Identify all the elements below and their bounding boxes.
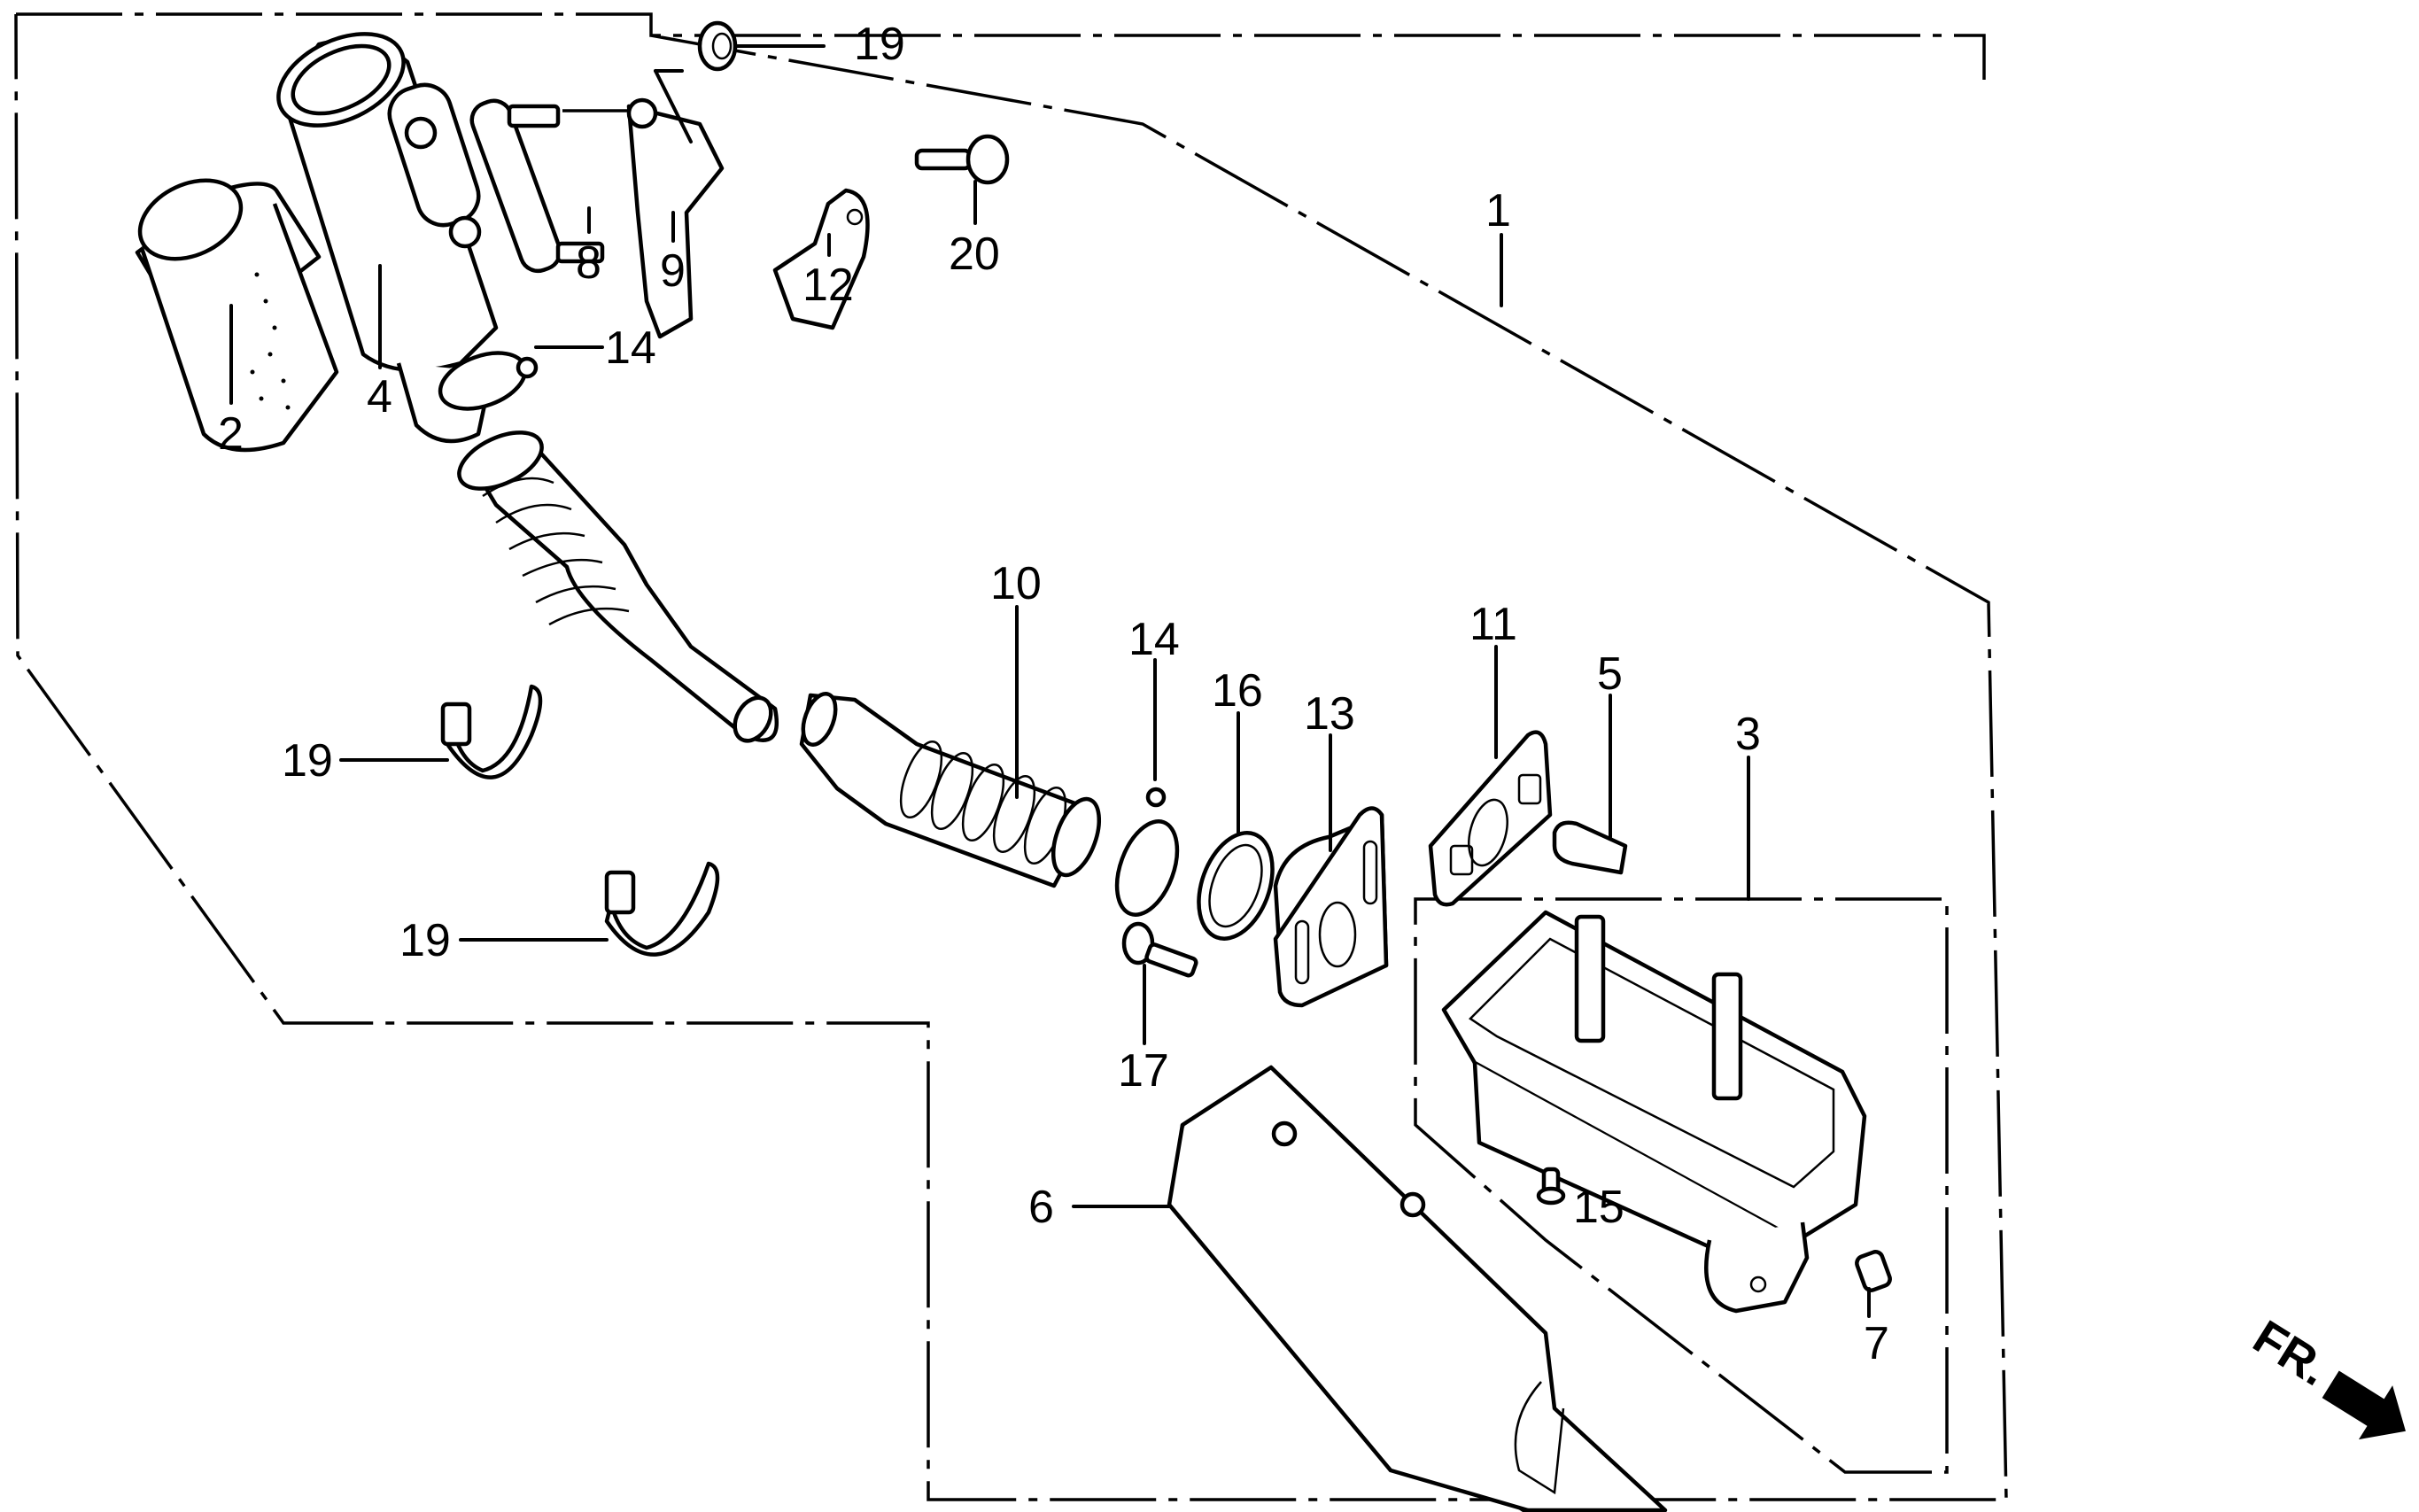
- collar-part: [1855, 1250, 1892, 1292]
- callout-12[interactable]: 12: [802, 260, 854, 311]
- callout-14-upper[interactable]: 14: [605, 322, 656, 374]
- bolt-20-part: [914, 134, 1010, 185]
- joint-flange-part: [1273, 806, 1389, 1008]
- callout-18[interactable]: 19: [854, 19, 905, 70]
- cover-part: [1167, 1065, 1668, 1512]
- cleaner-housing-part: [276, 32, 499, 444]
- leader-lines: [229, 44, 1871, 1318]
- callout-10[interactable]: 10: [990, 558, 1042, 609]
- connecting-tube-part: [799, 692, 1102, 888]
- bracket-part: [626, 69, 725, 339]
- callout-4[interactable]: 4: [367, 371, 392, 423]
- stay-part: [772, 188, 870, 330]
- callout-5[interactable]: 5: [1597, 648, 1623, 700]
- callout-19-lower[interactable]: 19: [399, 915, 451, 966]
- callout-14-middle[interactable]: 14: [1128, 614, 1180, 665]
- band-upper-part: [440, 684, 543, 779]
- callout-9[interactable]: 9: [660, 245, 686, 297]
- group-boundary-1: [14, 12, 2008, 1501]
- callout-6[interactable]: 6: [1028, 1182, 1054, 1233]
- callout-20[interactable]: 20: [949, 229, 1000, 280]
- clamp-upper-part: [438, 351, 539, 411]
- callout-2[interactable]: 2: [218, 408, 244, 460]
- callout-1[interactable]: 1: [1485, 185, 1511, 236]
- filter-element-part: [135, 178, 339, 453]
- clamp-middle-part: [1114, 787, 1180, 917]
- nut-part: [697, 20, 738, 72]
- o-ring-part: [1197, 831, 1275, 941]
- callout-15[interactable]: 15: [1573, 1182, 1624, 1233]
- case-part: [1441, 910, 1867, 1314]
- bellows-tube-upper-part: [457, 430, 779, 743]
- gasket-plate-part: [1428, 730, 1553, 907]
- grommet-part: [1552, 820, 1628, 875]
- callout-7[interactable]: 7: [1864, 1318, 1889, 1369]
- callout-3[interactable]: 3: [1735, 709, 1761, 760]
- callout-8[interactable]: 8: [576, 237, 601, 289]
- front-direction-indicator: FR.: [2245, 1310, 2406, 1440]
- bolt-17-part: [1121, 921, 1198, 978]
- band-lower-part: [604, 861, 720, 957]
- callout-11[interactable]: 11: [1469, 599, 1517, 650]
- callout-19-upper[interactable]: 19: [282, 735, 333, 787]
- front-direction-text: FR.: [2245, 1310, 2338, 1396]
- callout-16[interactable]: 16: [1212, 665, 1263, 717]
- callout-17[interactable]: 17: [1118, 1045, 1169, 1097]
- stud-part: [1536, 1167, 1566, 1206]
- group-boundary-3: [1414, 897, 1949, 1474]
- arrow-down-right-icon: [2322, 1370, 2406, 1440]
- callout-13[interactable]: 13: [1304, 688, 1355, 740]
- screws-part: [469, 98, 631, 274]
